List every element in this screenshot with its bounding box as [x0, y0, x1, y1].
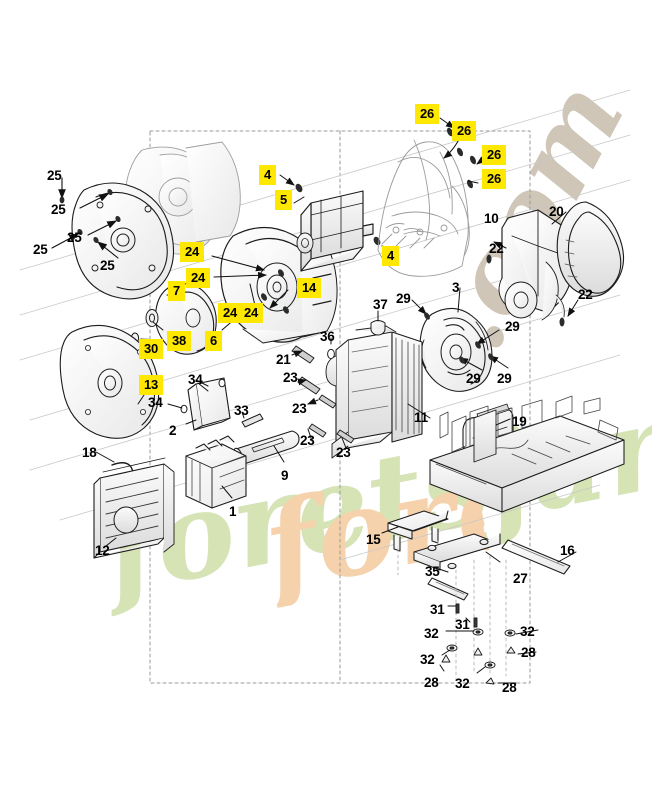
callout-23: 23	[300, 433, 315, 448]
callout-25: 25	[47, 168, 62, 183]
callout-1: 1	[229, 504, 237, 519]
callout-24-highlighted: 24	[180, 242, 205, 262]
callout-21: 21	[276, 352, 291, 367]
callout-32: 32	[424, 626, 439, 641]
callout-25: 25	[51, 202, 66, 217]
callout-30-highlighted: 30	[139, 339, 164, 359]
callout-3: 3	[452, 280, 460, 295]
callout-27: 27	[513, 571, 528, 586]
callout-7-highlighted: 7	[168, 281, 186, 301]
callout-28: 28	[502, 680, 517, 695]
callout-25: 25	[33, 242, 48, 257]
callout-18: 18	[82, 445, 97, 460]
callout-26-highlighted: 26	[482, 169, 507, 189]
callout-36: 36	[320, 329, 335, 344]
callout-28: 28	[521, 645, 536, 660]
callout-14-highlighted: 14	[297, 278, 322, 298]
callout-24-highlighted: 24	[239, 303, 264, 323]
callout-15: 15	[366, 532, 381, 547]
callout-28: 28	[424, 675, 439, 690]
callout-24-highlighted: 24	[186, 268, 211, 288]
callout-31: 31	[430, 602, 445, 617]
callout-13-highlighted: 13	[139, 375, 164, 395]
callout-6-highlighted: 6	[205, 331, 223, 351]
callout-31: 31	[455, 617, 470, 632]
callout-9: 9	[281, 468, 289, 483]
callout-20: 20	[549, 204, 564, 219]
callout-5-highlighted: 5	[275, 190, 293, 210]
callout-29: 29	[497, 371, 512, 386]
callout-35: 35	[425, 564, 440, 579]
callout-23: 23	[283, 370, 298, 385]
callout-26-highlighted: 26	[452, 121, 477, 141]
callout-37: 37	[373, 297, 388, 312]
callout-32: 32	[520, 624, 535, 639]
callout-32: 32	[455, 676, 470, 691]
callout-34: 34	[148, 395, 163, 410]
callout-29: 29	[466, 371, 481, 386]
callout-2: 2	[169, 423, 177, 438]
callout-22: 22	[578, 287, 593, 302]
callout-25: 25	[100, 258, 115, 273]
callout-32: 32	[420, 652, 435, 667]
callout-16: 16	[560, 543, 575, 558]
callout-22: 22	[489, 241, 504, 256]
callout-12: 12	[95, 543, 110, 558]
callout-24-highlighted: 24	[218, 303, 243, 323]
callout-23: 23	[336, 445, 351, 460]
callout-4-highlighted: 4	[259, 165, 277, 185]
callout-25: 25	[67, 230, 82, 245]
callout-11: 11	[414, 410, 428, 425]
callout-19: 19	[512, 414, 527, 429]
callout-4-highlighted: 4	[382, 246, 400, 266]
callout-33: 33	[234, 403, 249, 418]
callout-10: 10	[484, 211, 499, 226]
callout-26-highlighted: 26	[415, 104, 440, 124]
callout-26-highlighted: 26	[482, 145, 507, 165]
callout-23: 23	[292, 401, 307, 416]
callout-38-highlighted: 38	[167, 331, 192, 351]
callout-29: 29	[505, 319, 520, 334]
callout-34: 34	[188, 372, 203, 387]
callout-29: 29	[396, 291, 411, 306]
